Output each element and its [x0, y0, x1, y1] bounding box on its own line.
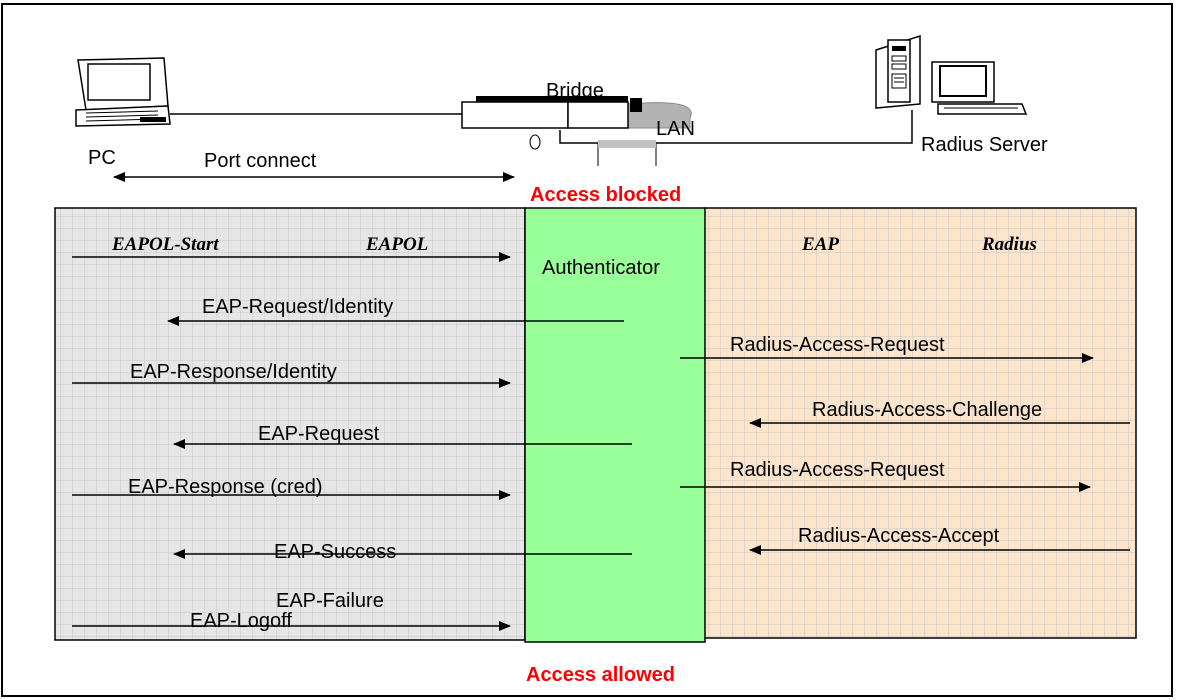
radius-server-label: Radius Server — [921, 134, 1048, 156]
authenticator-label: Authenticator — [542, 257, 660, 279]
eap-header: EAP — [801, 234, 839, 255]
server-icon — [875, 34, 1028, 115]
bridge-label: Bridge — [546, 80, 604, 102]
laptop-icon — [75, 57, 171, 127]
port-connect-label: Port connect — [204, 150, 317, 172]
eap-success-label: EAP-Success — [274, 541, 396, 563]
lan-label: LAN — [656, 118, 695, 140]
access-blocked-label: Access blocked — [530, 184, 681, 206]
bridge-icon — [461, 96, 692, 166]
eap-response-cred-label: EAP-Response (cred) — [128, 476, 323, 498]
radius-header: Radius — [981, 234, 1037, 255]
radius-access-request-label-2: Radius-Access-Request — [730, 459, 945, 481]
pc-label: PC — [88, 147, 116, 169]
eapol-header: EAPOL — [365, 234, 428, 255]
eap-failure-label: EAP-Failure — [276, 590, 384, 612]
authenticator-zone — [524, 207, 706, 643]
eap-request-label: EAP-Request — [258, 423, 380, 445]
radius-access-request-label-1: Radius-Access-Request — [730, 334, 945, 356]
radius-access-accept-label: Radius-Access-Accept — [798, 525, 1000, 547]
eap-logoff-label: EAP-Logoff — [190, 610, 292, 632]
eap-response-identity-label: EAP-Response/Identity — [130, 361, 337, 383]
eap-request-identity-label: EAP-Request/Identity — [202, 296, 393, 318]
eapol-start-header: EAPOL-Start — [111, 234, 219, 255]
access-allowed-label: Access allowed — [526, 664, 675, 686]
radius-access-challenge-label: Radius-Access-Challenge — [812, 399, 1042, 421]
